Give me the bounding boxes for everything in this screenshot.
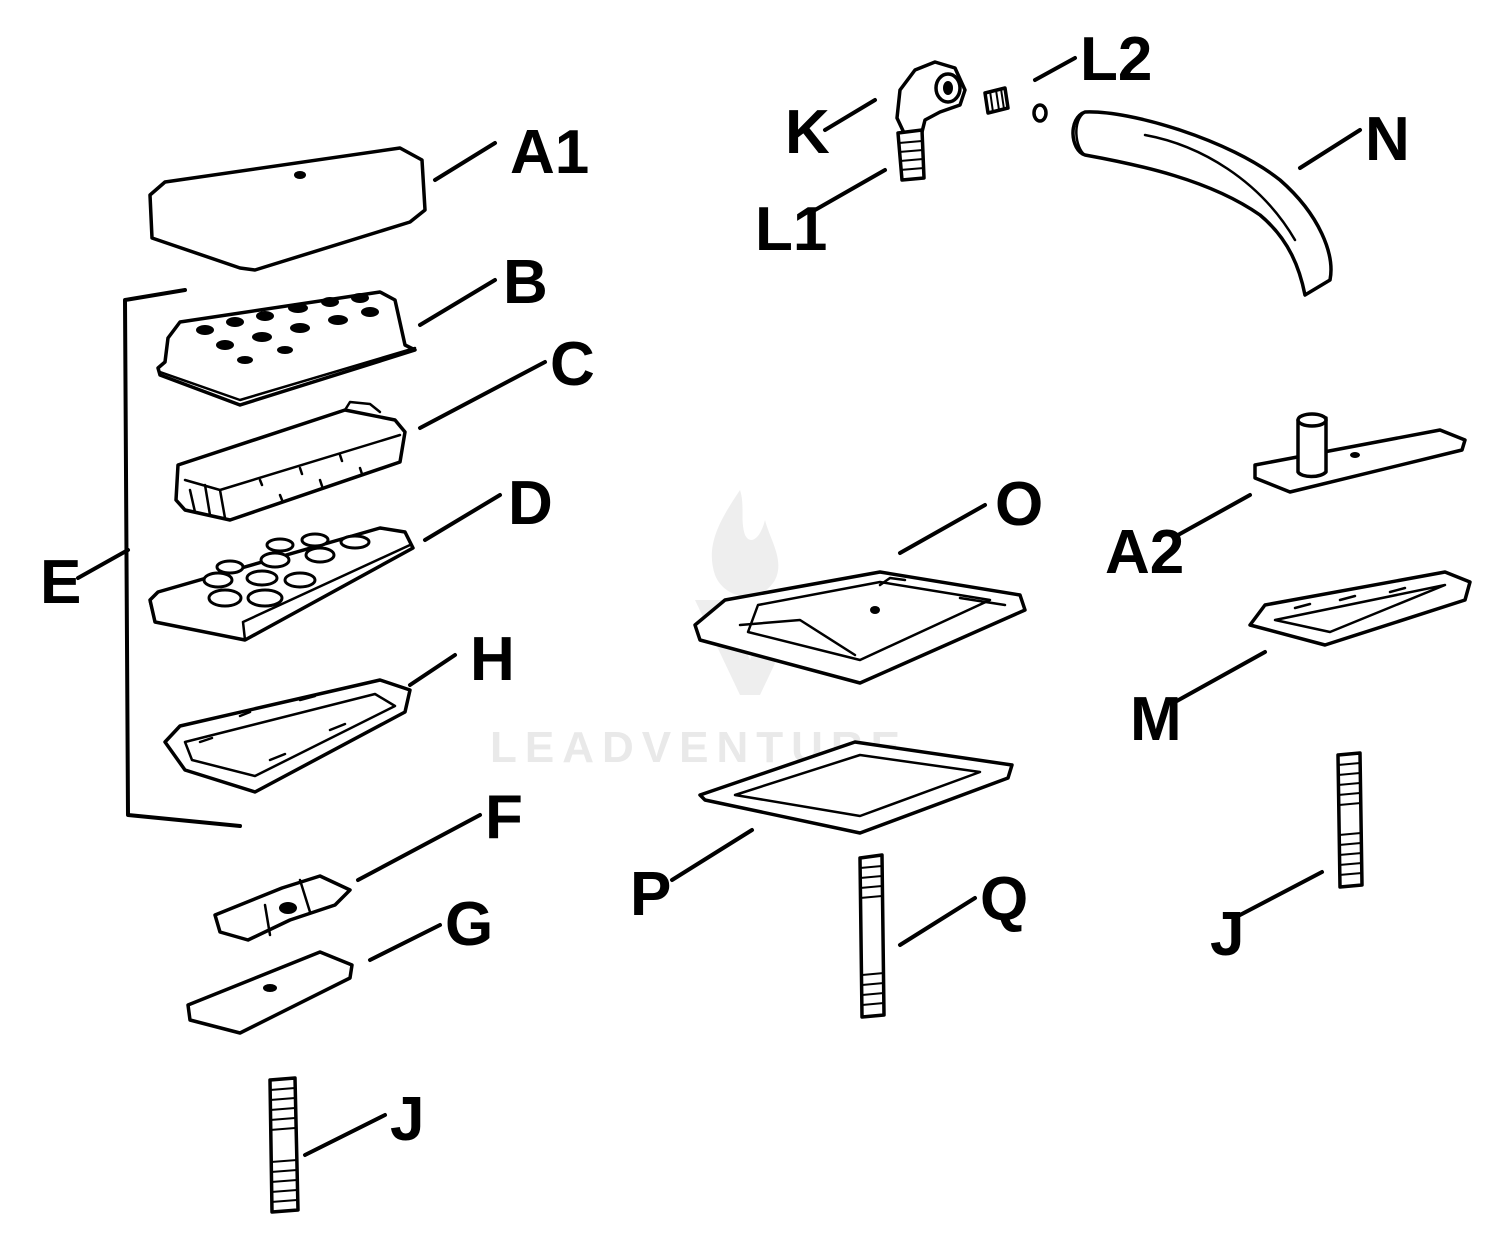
part-g-plate [186, 950, 354, 1035]
leader-a1 [433, 141, 497, 182]
leader-e [76, 548, 130, 580]
label-f: F [485, 783, 523, 852]
label-a2: A2 [1105, 518, 1184, 587]
leader-l2 [1033, 56, 1077, 82]
label-l2: L2 [1080, 25, 1152, 94]
leader-m [1173, 650, 1267, 704]
part-j-stud-right [1336, 751, 1364, 889]
part-p-gasket [698, 740, 1014, 835]
part-a2-plate [1253, 412, 1467, 494]
leader-l1 [813, 168, 887, 212]
label-j-right: J [1210, 900, 1244, 969]
label-k: K [785, 98, 830, 167]
label-n: N [1365, 105, 1410, 174]
part-m-gasket [1248, 570, 1472, 647]
label-b: B [503, 248, 548, 317]
label-e: E [40, 548, 81, 617]
leader-n [1298, 128, 1362, 170]
label-l1: L1 [755, 195, 827, 264]
leader-j-left [303, 1113, 387, 1157]
part-q-stud [858, 853, 886, 1019]
leader-j-right [1238, 870, 1324, 917]
part-o-ring [1032, 103, 1048, 123]
label-g: G [445, 890, 493, 959]
leader-q [898, 896, 977, 947]
label-j-left: J [390, 1085, 424, 1154]
part-h-frame [163, 678, 412, 794]
leader-c [418, 360, 547, 430]
part-l1-nipple [896, 128, 926, 182]
label-q: Q [980, 865, 1028, 934]
label-d: D [508, 469, 553, 538]
leader-p [670, 828, 754, 882]
leader-d [423, 493, 502, 542]
part-l2-nipple [983, 86, 1010, 115]
label-a1: A1 [510, 118, 589, 187]
leader-h [408, 653, 457, 687]
part-d-base [148, 526, 415, 642]
leader-a2 [1176, 493, 1252, 537]
leader-g [368, 923, 442, 962]
watermark-flame-icon [711, 490, 779, 597]
label-o: O [995, 470, 1043, 539]
leader-lines [76, 56, 1362, 1157]
label-c: C [550, 330, 595, 399]
part-o-plate [693, 570, 1027, 685]
leader-b [418, 278, 497, 327]
part-n-tube [1071, 110, 1333, 297]
part-c-filter [174, 400, 407, 522]
leader-f [356, 813, 482, 882]
part-labels: A1 B C D E H F G J K L2 L1 N O A2 M P Q … [40, 25, 1410, 1154]
leader-k [823, 98, 877, 132]
label-m: M [1130, 685, 1182, 754]
part-f-plate [213, 874, 352, 942]
part-j-stud-left [268, 1076, 300, 1214]
part-e-bracket [123, 288, 242, 828]
leader-o [898, 503, 987, 555]
label-p: P [630, 860, 671, 929]
part-b-tray [156, 290, 417, 407]
part-a1-cover [148, 146, 427, 272]
part-k-elbow [895, 60, 967, 137]
label-h: H [470, 625, 515, 694]
